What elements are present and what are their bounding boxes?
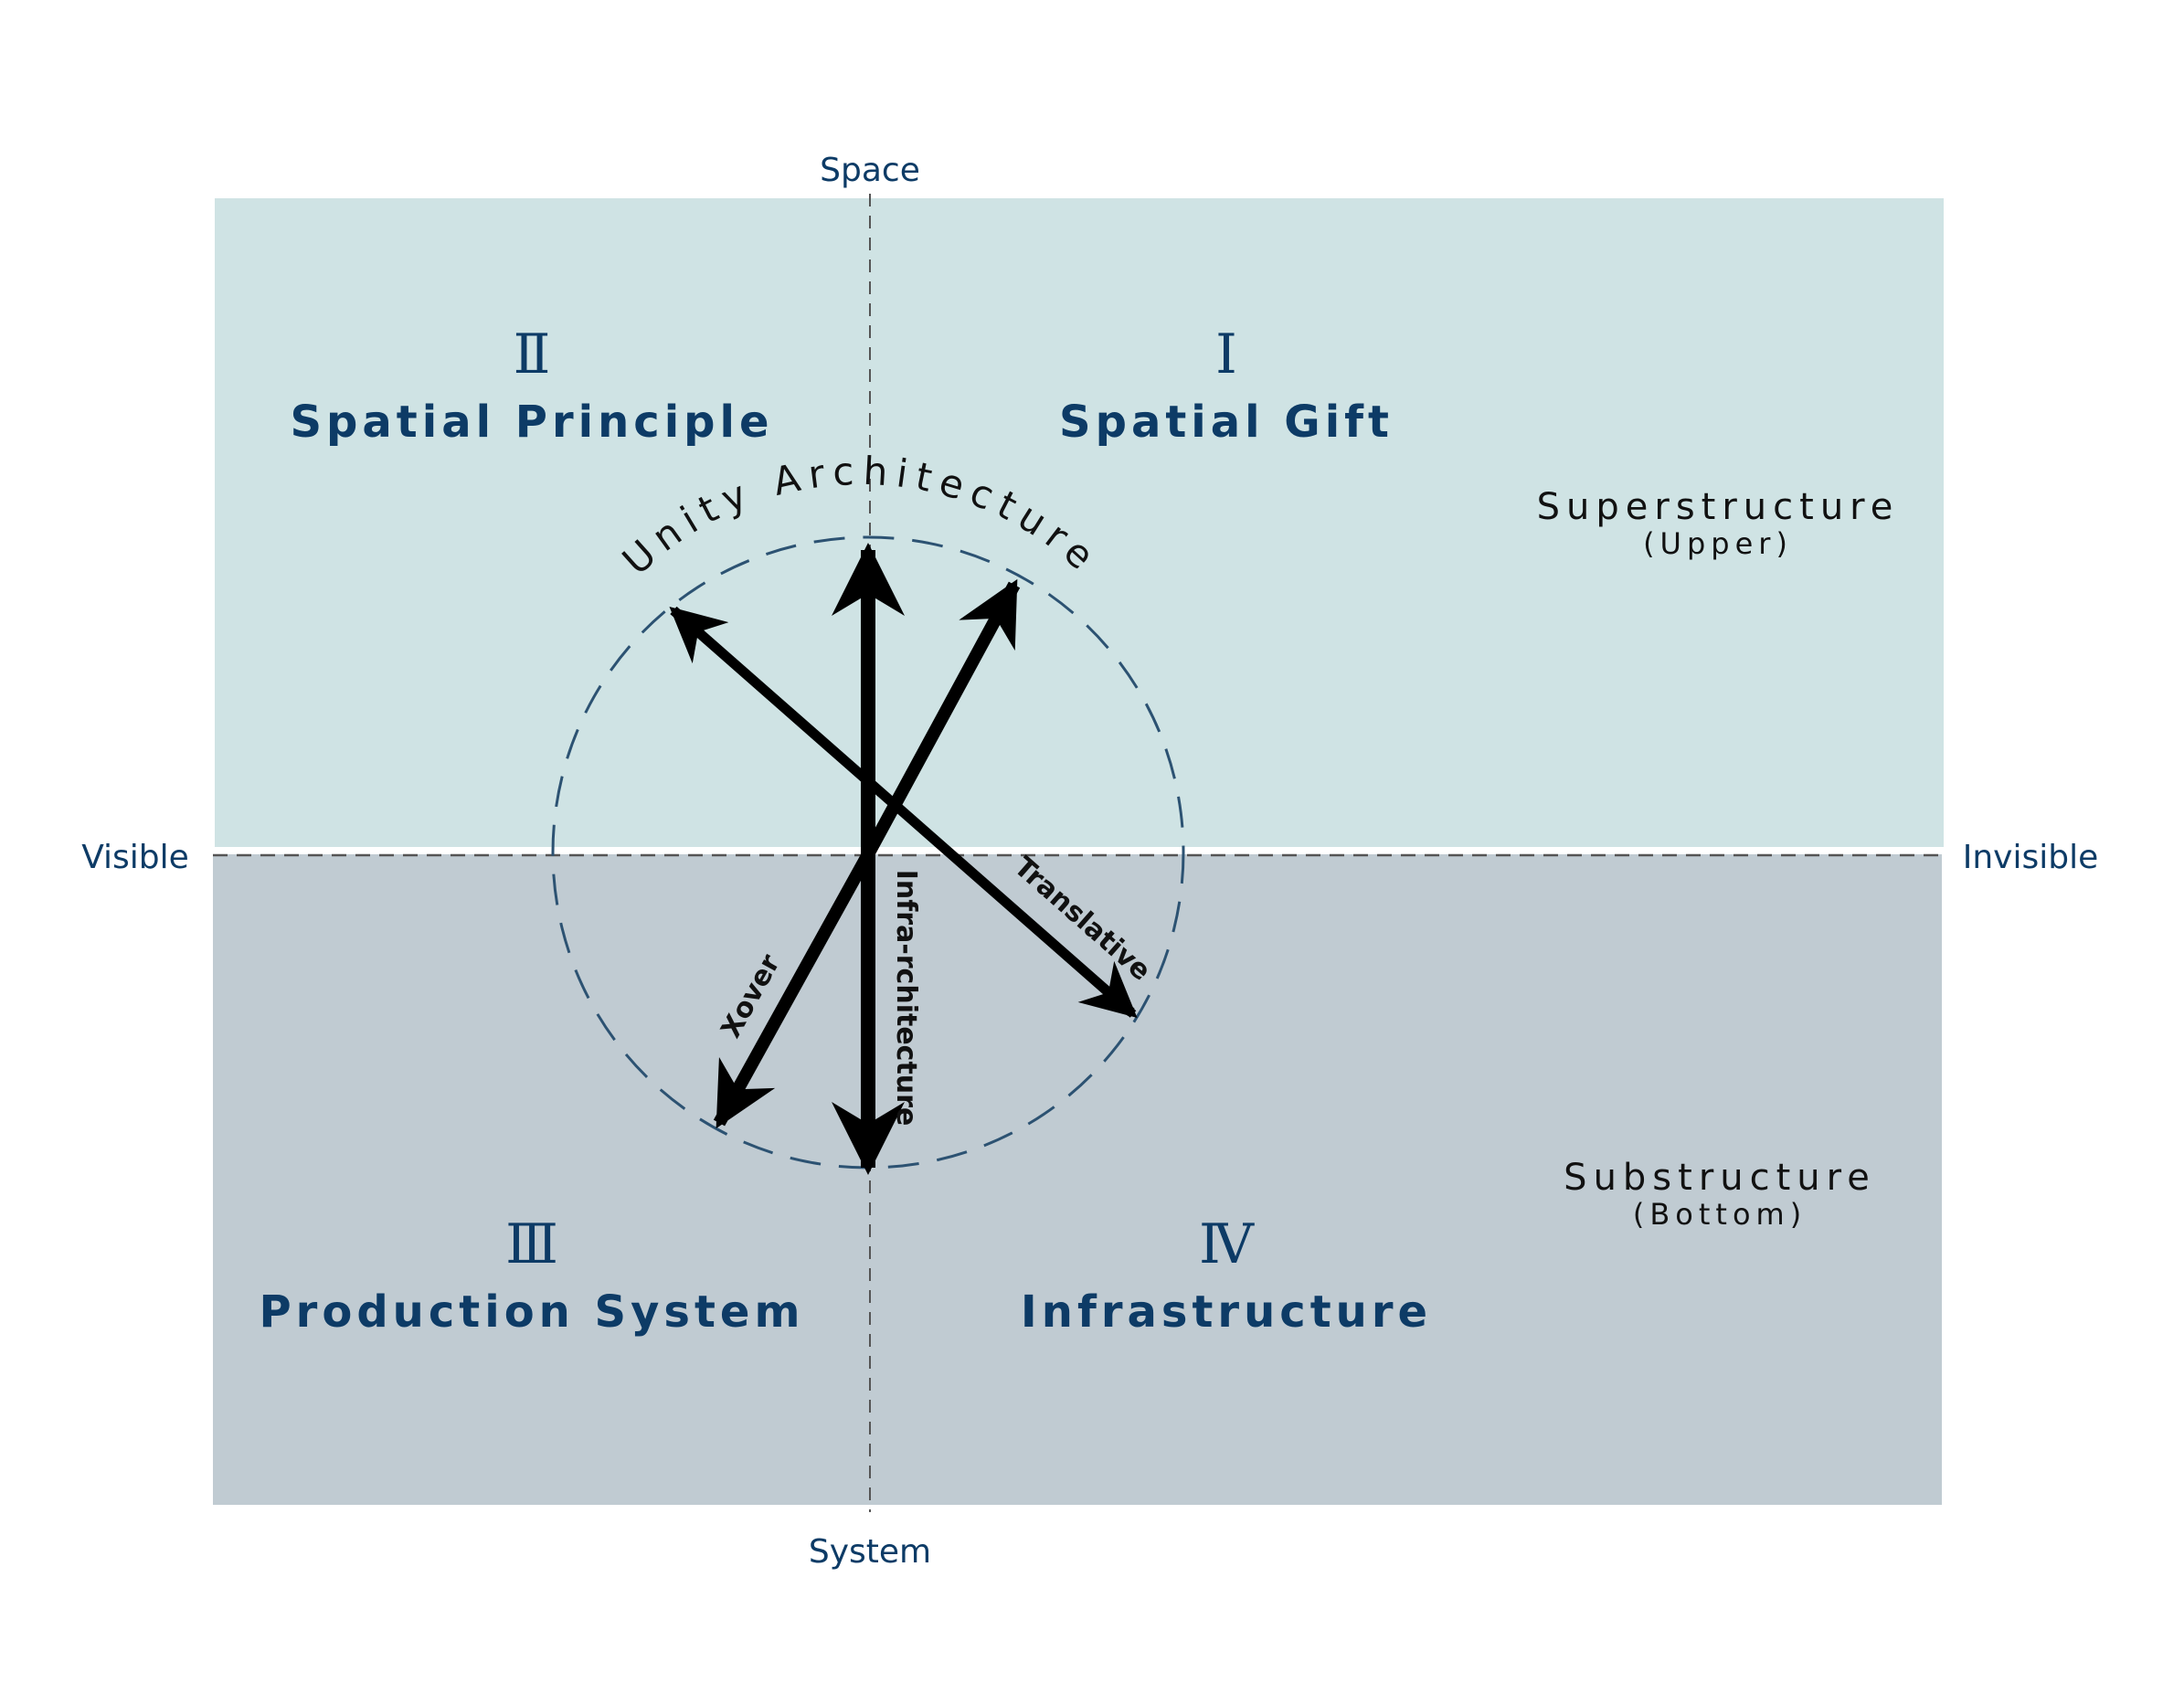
quadrant-title-2: Spatial Principle: [290, 397, 773, 448]
infra-architecture-label: Infra-rchitecture: [890, 870, 922, 1127]
quadrant-numeral-4: Ⅳ: [1199, 1212, 1255, 1276]
axis-label-left: Visible: [81, 839, 189, 876]
quadrant-title-4: Infrastructure: [1021, 1286, 1432, 1338]
arrow-upper-right: [862, 578, 1021, 858]
quadrant-numeral-3: Ⅲ: [505, 1212, 558, 1276]
arrow-lower-left: [713, 851, 875, 1129]
axis-label-top: Space: [820, 152, 920, 189]
substructure-sub: (Bottom): [1633, 1197, 1807, 1232]
upper-region: [215, 198, 1944, 847]
substructure-label: Substructure: [1564, 1157, 1876, 1199]
arrow-head-lower-right: [956, 858, 1138, 1018]
quadrant-title-3: Production System: [259, 1286, 804, 1338]
quadrant-numeral-2: Ⅱ: [514, 323, 551, 386]
superstructure-sub: (Upper): [1643, 526, 1793, 561]
arrow-head-upper-left: [669, 607, 872, 785]
axis-label-right: Invisible: [1963, 839, 2099, 876]
quadrant-numeral-1: Ⅰ: [1215, 323, 1237, 386]
superstructure-label: Superstructure: [1537, 486, 1900, 528]
axis-label-bottom: System: [809, 1533, 931, 1571]
quadrant-title-1: Spatial Gift: [1059, 397, 1394, 448]
